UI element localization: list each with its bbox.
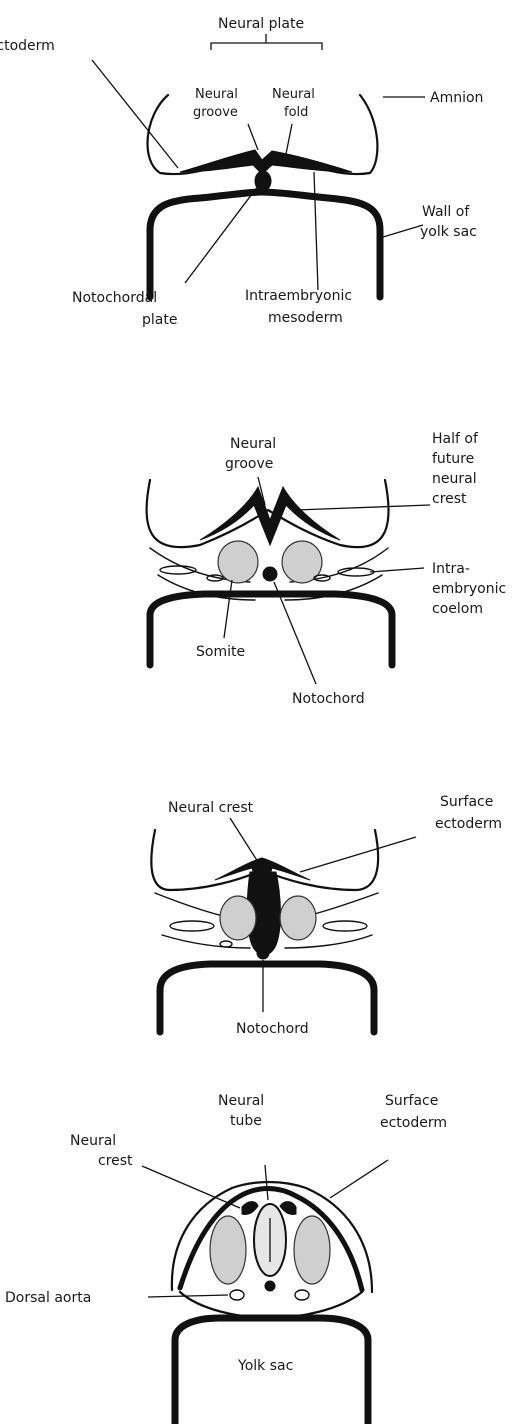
- somite-left-4: [210, 1216, 246, 1284]
- label-neural-plate: Neural plate: [218, 16, 304, 32]
- label-surface-ectoderm-3-line1: Surface: [440, 794, 493, 810]
- leader-neural-crest-4: [142, 1166, 240, 1208]
- label-coelom-line1: Intra-: [432, 561, 470, 577]
- coelom-left-3: [170, 921, 214, 931]
- leader-neural-fold: [286, 124, 292, 154]
- label-neural-groove-line2: groove: [193, 105, 238, 120]
- label-neural-groove-2-line2: groove: [225, 456, 273, 472]
- leader-surface-ectoderm-4: [330, 1160, 388, 1198]
- coelom-right-3: [323, 921, 367, 931]
- label-surface-ectoderm-3: Surface ectoderm: [435, 794, 502, 832]
- leader-wall-yolk-sac: [383, 225, 423, 237]
- label-neural-crest-4-line1: Neural: [70, 1133, 116, 1149]
- label-neural-tube-4-line2: tube: [230, 1113, 262, 1129]
- label-surface-ectoderm: Surface ectoderm: [0, 38, 55, 54]
- label-half-neural-crest-line4: crest: [432, 491, 467, 507]
- leader-neural-groove: [248, 124, 258, 150]
- label-neural-tube-4-line1: Neural: [218, 1093, 264, 1109]
- coelom-left-small-3: [220, 941, 232, 947]
- label-amnion: Amnion: [430, 90, 483, 106]
- label-notochordal-plate: Notochordal plate: [72, 290, 177, 328]
- leader-coelom: [370, 568, 424, 572]
- label-surface-ectoderm-4: Surface ectoderm: [380, 1093, 447, 1131]
- label-wall-yolk-sac-line1: Wall of: [422, 204, 470, 220]
- label-neural-fold-line2: fold: [284, 105, 308, 120]
- somite-right-3: [280, 896, 316, 940]
- label-notochordal-plate-line2: plate: [142, 312, 177, 328]
- notochord-shape-3: [257, 947, 269, 959]
- label-notochord-3: Notochord: [236, 1021, 309, 1037]
- leader-surface-ectoderm-3: [300, 837, 416, 872]
- label-intraembryonic-mesoderm-line2: mesoderm: [268, 310, 343, 326]
- label-intraembryonic-mesoderm-line1: Intraembryonic: [245, 288, 352, 304]
- leader-dorsal-aorta-4: [148, 1295, 228, 1297]
- label-intraembryonic-mesoderm: Intraembryonic mesoderm: [245, 288, 356, 326]
- label-yolk-sac-4: Yolk sac: [237, 1358, 293, 1374]
- label-coelom-line3: coelom: [432, 601, 483, 617]
- label-surface-ectoderm-3-line2: ectoderm: [435, 816, 502, 832]
- somite-right-4: [294, 1216, 330, 1284]
- label-dorsal-aorta-4: Dorsal aorta: [5, 1290, 91, 1306]
- panel-2: Neural groove Half of future neural cres…: [147, 431, 511, 707]
- label-somite: Somite: [196, 644, 245, 660]
- label-neural-crest-4-line2: crest: [98, 1153, 133, 1169]
- label-half-neural-crest-line2: future: [432, 451, 474, 467]
- neural-plate-bracket: [211, 34, 322, 50]
- label-wall-yolk-sac-line2: yolk sac: [420, 224, 477, 240]
- label-neural-fold-line1: Neural: [272, 87, 315, 102]
- leader-somite: [224, 580, 232, 638]
- leader-neural-crest-3: [230, 818, 258, 862]
- label-notochordal-plate-line1: Notochordal: [72, 290, 157, 306]
- label-neural-fold: Neural fold: [272, 87, 319, 120]
- panel-1: Surface ectoderm Neural plate Neural gro…: [0, 16, 483, 328]
- label-neural-groove: Neural groove: [193, 87, 242, 120]
- leader-surface-ectoderm: [92, 60, 178, 168]
- label-neural-crest-3: Neural crest: [168, 800, 254, 816]
- label-notochord-2: Notochord: [292, 691, 365, 707]
- label-surface-ectoderm-4-line1: Surface: [385, 1093, 438, 1109]
- notochord-shape-4: [265, 1281, 275, 1291]
- label-half-neural-crest-line3: neural: [432, 471, 477, 487]
- somite-left-3: [220, 896, 256, 940]
- label-intraembryonic-coelom: Intra- embryonic coelom: [432, 561, 511, 617]
- label-neural-groove-2-line1: Neural: [230, 436, 276, 452]
- leader-half-neural-crest: [296, 505, 430, 510]
- label-surface-ectoderm-4-line2: ectoderm: [380, 1115, 447, 1131]
- label-neural-groove-2: Neural groove: [225, 436, 281, 472]
- neural-plate-shape: [180, 150, 352, 174]
- yolk-sac-wall: [150, 192, 380, 297]
- leader-intraembryonic-mesoderm: [314, 172, 318, 290]
- neural-crest-left-4: [242, 1202, 258, 1215]
- yolk-sac-wall-2: [150, 594, 392, 665]
- somite-left-2: [218, 541, 258, 583]
- label-neural-tube-4: Neural tube: [218, 1093, 269, 1129]
- dorsal-aorta-left-4: [230, 1290, 244, 1300]
- neural-crest-right-4: [280, 1202, 296, 1215]
- panel-4: Neural tube Surface ectoderm Neural cres…: [5, 1093, 447, 1424]
- panel-3: Neural crest Surface ectoderm Notochord: [151, 794, 502, 1037]
- dorsal-aorta-right-4: [295, 1290, 309, 1300]
- label-neural-groove-line1: Neural: [195, 87, 238, 102]
- label-neural-crest-4: Neural crest: [70, 1133, 133, 1169]
- notochord-shape-2: [263, 567, 277, 581]
- label-coelom-line2: embryonic: [432, 581, 506, 597]
- label-wall-yolk-sac: Wall of yolk sac: [420, 204, 477, 240]
- notochordal-plate-shape: [255, 171, 271, 191]
- label-half-neural-crest-line1: Half of: [432, 431, 479, 447]
- label-half-neural-crest: Half of future neural crest: [432, 431, 482, 507]
